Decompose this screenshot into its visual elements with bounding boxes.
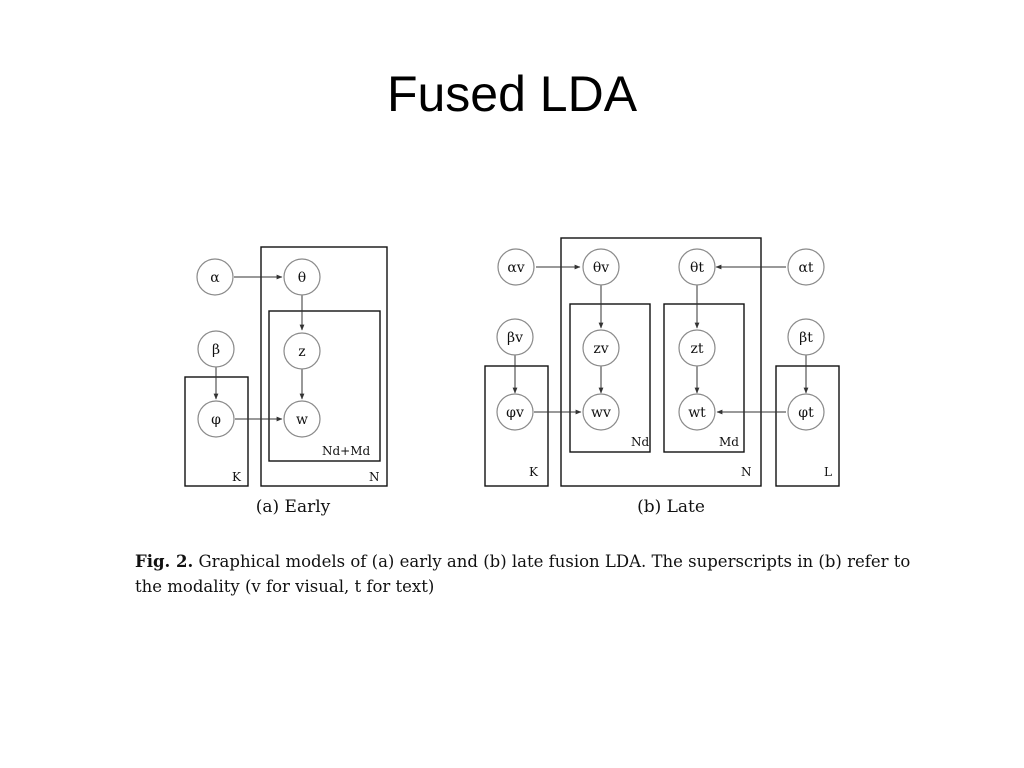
node-label-w-v: wv <box>591 405 611 421</box>
plate-label-K-early: K <box>232 470 242 484</box>
node-phi-v: φv <box>496 393 534 431</box>
plate-N-early: N <box>260 246 388 487</box>
early-caption: (a) Early <box>256 497 331 517</box>
node-beta: β <box>197 330 235 368</box>
node-alpha-t: αt <box>787 248 825 286</box>
node-label-theta: θ <box>298 270 306 286</box>
node-label-beta: β <box>212 342 220 358</box>
plate-N-late: N <box>560 237 762 487</box>
plate-label-L-late: L <box>824 465 832 479</box>
node-label-w-t: wt <box>688 405 706 421</box>
node-alpha: α <box>196 258 234 296</box>
node-label-phi-v: φv <box>506 405 524 421</box>
node-theta: θ <box>283 258 321 296</box>
plate-L-late: L <box>775 365 840 487</box>
node-theta-t: θt <box>678 248 716 286</box>
plate-label-Nd-late: Nd <box>631 435 650 449</box>
node-label-z: z <box>298 344 305 360</box>
plate-label-N-early: N <box>369 470 380 484</box>
figure-caption: Fig. 2. Graphical models of (a) early an… <box>135 549 925 599</box>
plate-label-K-late: K <box>529 465 539 479</box>
node-label-beta-t: βt <box>799 330 813 346</box>
node-z-v: zv <box>582 329 620 367</box>
node-label-z-t: zt <box>690 341 703 357</box>
plate-K-late: K <box>484 365 549 487</box>
node-label-z-v: zv <box>593 341 608 357</box>
plate-label-Md-late: Md <box>719 435 739 449</box>
node-alpha-v: αv <box>497 248 535 286</box>
node-label-alpha-t: αt <box>798 260 813 276</box>
plate-Nd-late: Nd <box>569 303 651 453</box>
figure-caption-text: Graphical models of (a) early and (b) la… <box>135 552 911 596</box>
late-fusion-diagram: K N Nd Md L <box>484 237 840 517</box>
node-w-t: wt <box>678 393 716 431</box>
node-label-theta-v: θv <box>593 260 609 276</box>
node-label-theta-t: θt <box>690 260 704 276</box>
node-phi-t: φt <box>787 393 825 431</box>
edges-early <box>213 274 305 422</box>
plate-label-N-late: N <box>741 465 752 479</box>
plate-NdMd-early: Nd+Md <box>268 310 381 462</box>
node-theta-v: θv <box>582 248 620 286</box>
node-beta-v: βv <box>496 318 534 356</box>
node-label-phi: φ <box>211 412 221 428</box>
node-label-beta-v: βv <box>507 330 523 346</box>
slide-title: Fused LDA <box>386 66 638 122</box>
node-label-w: w <box>296 412 308 428</box>
node-w: w <box>283 400 321 438</box>
plate-Md-late: Md <box>663 303 745 453</box>
plate-label-NdMd-early: Nd+Md <box>322 444 371 458</box>
node-z: z <box>283 332 321 370</box>
late-caption: (b) Late <box>637 497 705 517</box>
node-beta-t: βt <box>787 318 825 356</box>
early-fusion-diagram: K N Nd+Md α θ β <box>184 246 388 517</box>
node-phi: φ <box>197 400 235 438</box>
node-label-alpha: α <box>210 270 220 286</box>
node-label-alpha-v: αv <box>507 260 524 276</box>
node-z-t: zt <box>678 329 716 367</box>
edges-late <box>512 264 809 415</box>
figure-caption-label: Fig. 2. <box>135 552 194 571</box>
node-label-phi-t: φt <box>798 405 814 421</box>
node-w-v: wv <box>582 393 620 431</box>
